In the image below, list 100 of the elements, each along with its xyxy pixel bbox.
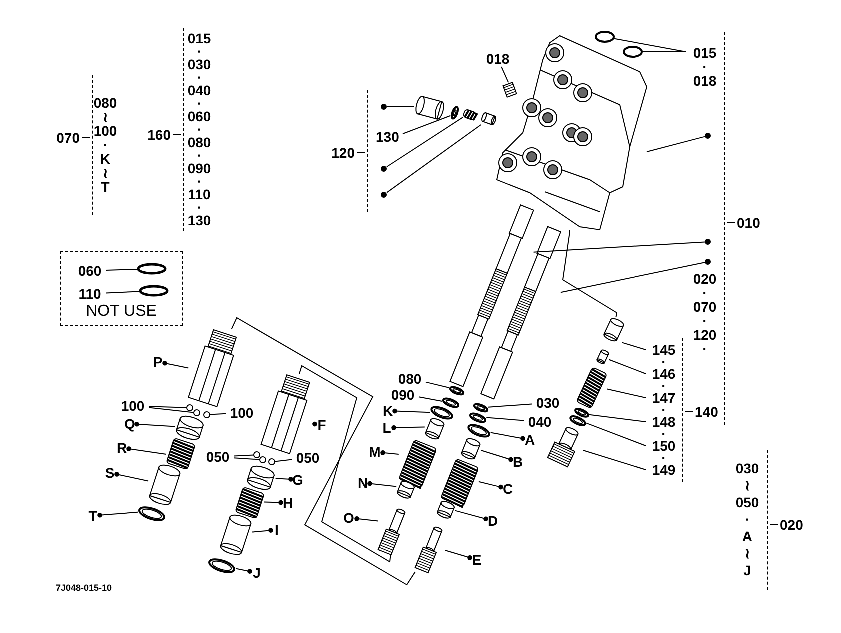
callout-number: 120	[332, 145, 365, 161]
leader-line	[380, 450, 400, 456]
plug-drawing	[378, 508, 406, 556]
leader-line	[614, 38, 686, 52]
leader-line	[106, 291, 140, 294]
callout-letter: C	[501, 481, 515, 497]
parts-list: 030 ≀ 050 · A ≀ J	[736, 460, 760, 580]
leader-line	[586, 422, 646, 446]
callout-letter: H	[281, 495, 295, 511]
callout-number: 140	[685, 404, 718, 420]
bullet-dot	[381, 166, 387, 172]
callout-number: 160	[148, 127, 181, 143]
parts-bracket	[92, 75, 118, 215]
leader-line	[234, 454, 254, 457]
parts-list: 015 · 030 · 040 · 060 · 080 · 090 · 110 · 130	[188, 32, 212, 227]
poppet-drawing	[482, 112, 496, 126]
o-ring-drawing	[442, 398, 460, 408]
callout-letter: G	[291, 472, 305, 488]
leader-line	[386, 117, 464, 168]
drawing-number: 7J048-015-10	[56, 583, 112, 593]
callout-letter: N	[356, 475, 370, 491]
callout-letter: K	[381, 403, 395, 419]
leader-line	[606, 388, 646, 398]
o-ring-drawing	[450, 106, 460, 120]
plug-drawing	[623, 46, 643, 58]
leader-line	[148, 406, 188, 408]
steel-ball-drawing	[194, 410, 200, 416]
callout-number: 020	[770, 517, 804, 533]
callout-letter: O	[341, 510, 357, 526]
parts-list: 015 · 018	[693, 46, 717, 88]
leader-line	[275, 477, 294, 482]
callout-letter: E	[470, 552, 484, 568]
washer-drawing	[430, 406, 454, 420]
callout-letter: B	[511, 454, 525, 470]
plug-drawing	[414, 526, 443, 574]
o-ring-icon	[139, 285, 169, 297]
leader-line	[252, 528, 274, 533]
leader-line	[454, 510, 488, 522]
plug-drawing	[595, 31, 615, 43]
callout-letter: D	[486, 513, 500, 529]
spool-drawing	[480, 226, 562, 400]
leader-line	[418, 396, 443, 402]
leader-line	[488, 404, 532, 408]
plug-drawing	[502, 82, 518, 98]
leader-line	[134, 422, 176, 428]
plug-drawing	[416, 96, 444, 120]
callout-letter: F	[315, 417, 329, 433]
washer-drawing	[208, 558, 236, 574]
spring-seat-drawing	[437, 501, 455, 519]
leader-line	[368, 481, 398, 488]
callout-number: 030	[532, 395, 564, 411]
callout-number: 100	[226, 405, 258, 421]
fitting-drawing	[604, 318, 624, 342]
bullet-dot	[705, 239, 711, 245]
leader-line	[234, 458, 260, 460]
relief-valve-body-drawing	[188, 329, 238, 408]
o-ring-drawing	[469, 412, 487, 424]
leader-line	[582, 450, 646, 470]
washer-drawing	[138, 506, 166, 522]
callout-number: 090	[387, 387, 419, 401]
leader-line	[148, 407, 194, 414]
leader-line	[480, 450, 514, 462]
parts-list: 020 · 070 · 120 ·	[693, 272, 717, 356]
leader-line	[490, 432, 526, 442]
steel-ball-drawing	[254, 452, 260, 458]
bullet-dot	[705, 133, 711, 139]
spool-drawing	[450, 204, 534, 388]
o-ring-drawing	[473, 403, 489, 413]
leader-line	[646, 136, 706, 152]
callout-number: 010	[727, 215, 760, 231]
callout-letter: J	[250, 565, 264, 581]
steel-ball-drawing	[260, 456, 266, 464]
callout-letter: S	[103, 465, 117, 481]
spring-drawing	[462, 108, 478, 122]
callout-number: 050	[202, 449, 234, 465]
callout-letter: M	[367, 444, 383, 460]
leader-line	[210, 413, 226, 416]
leader-line	[486, 417, 524, 422]
callout-letter: T	[86, 508, 100, 524]
leader-line	[560, 262, 706, 294]
parts-list: 080 ≀ 100 · K ≀ T	[94, 96, 118, 194]
spring-seat-drawing	[425, 418, 445, 440]
callout-number: 018	[483, 51, 513, 67]
spring-seat-drawing	[397, 481, 415, 499]
callout-letter: P	[151, 354, 165, 370]
leader-line	[162, 361, 190, 369]
callout-letter: L	[380, 420, 394, 436]
leader-line	[98, 512, 138, 518]
not-use-box	[60, 251, 183, 326]
callout-number: 110	[74, 286, 106, 302]
leader-line	[478, 481, 504, 490]
leader-line	[126, 446, 167, 455]
callout-letter: A	[523, 432, 537, 448]
callout-number: 060	[74, 263, 106, 279]
leader-line	[402, 115, 452, 134]
leader-line	[608, 359, 646, 374]
spring-seat-drawing	[247, 466, 275, 490]
leader-line	[354, 516, 379, 522]
note-text: NOT USE	[85, 303, 158, 321]
spring-seat-drawing	[461, 438, 481, 460]
